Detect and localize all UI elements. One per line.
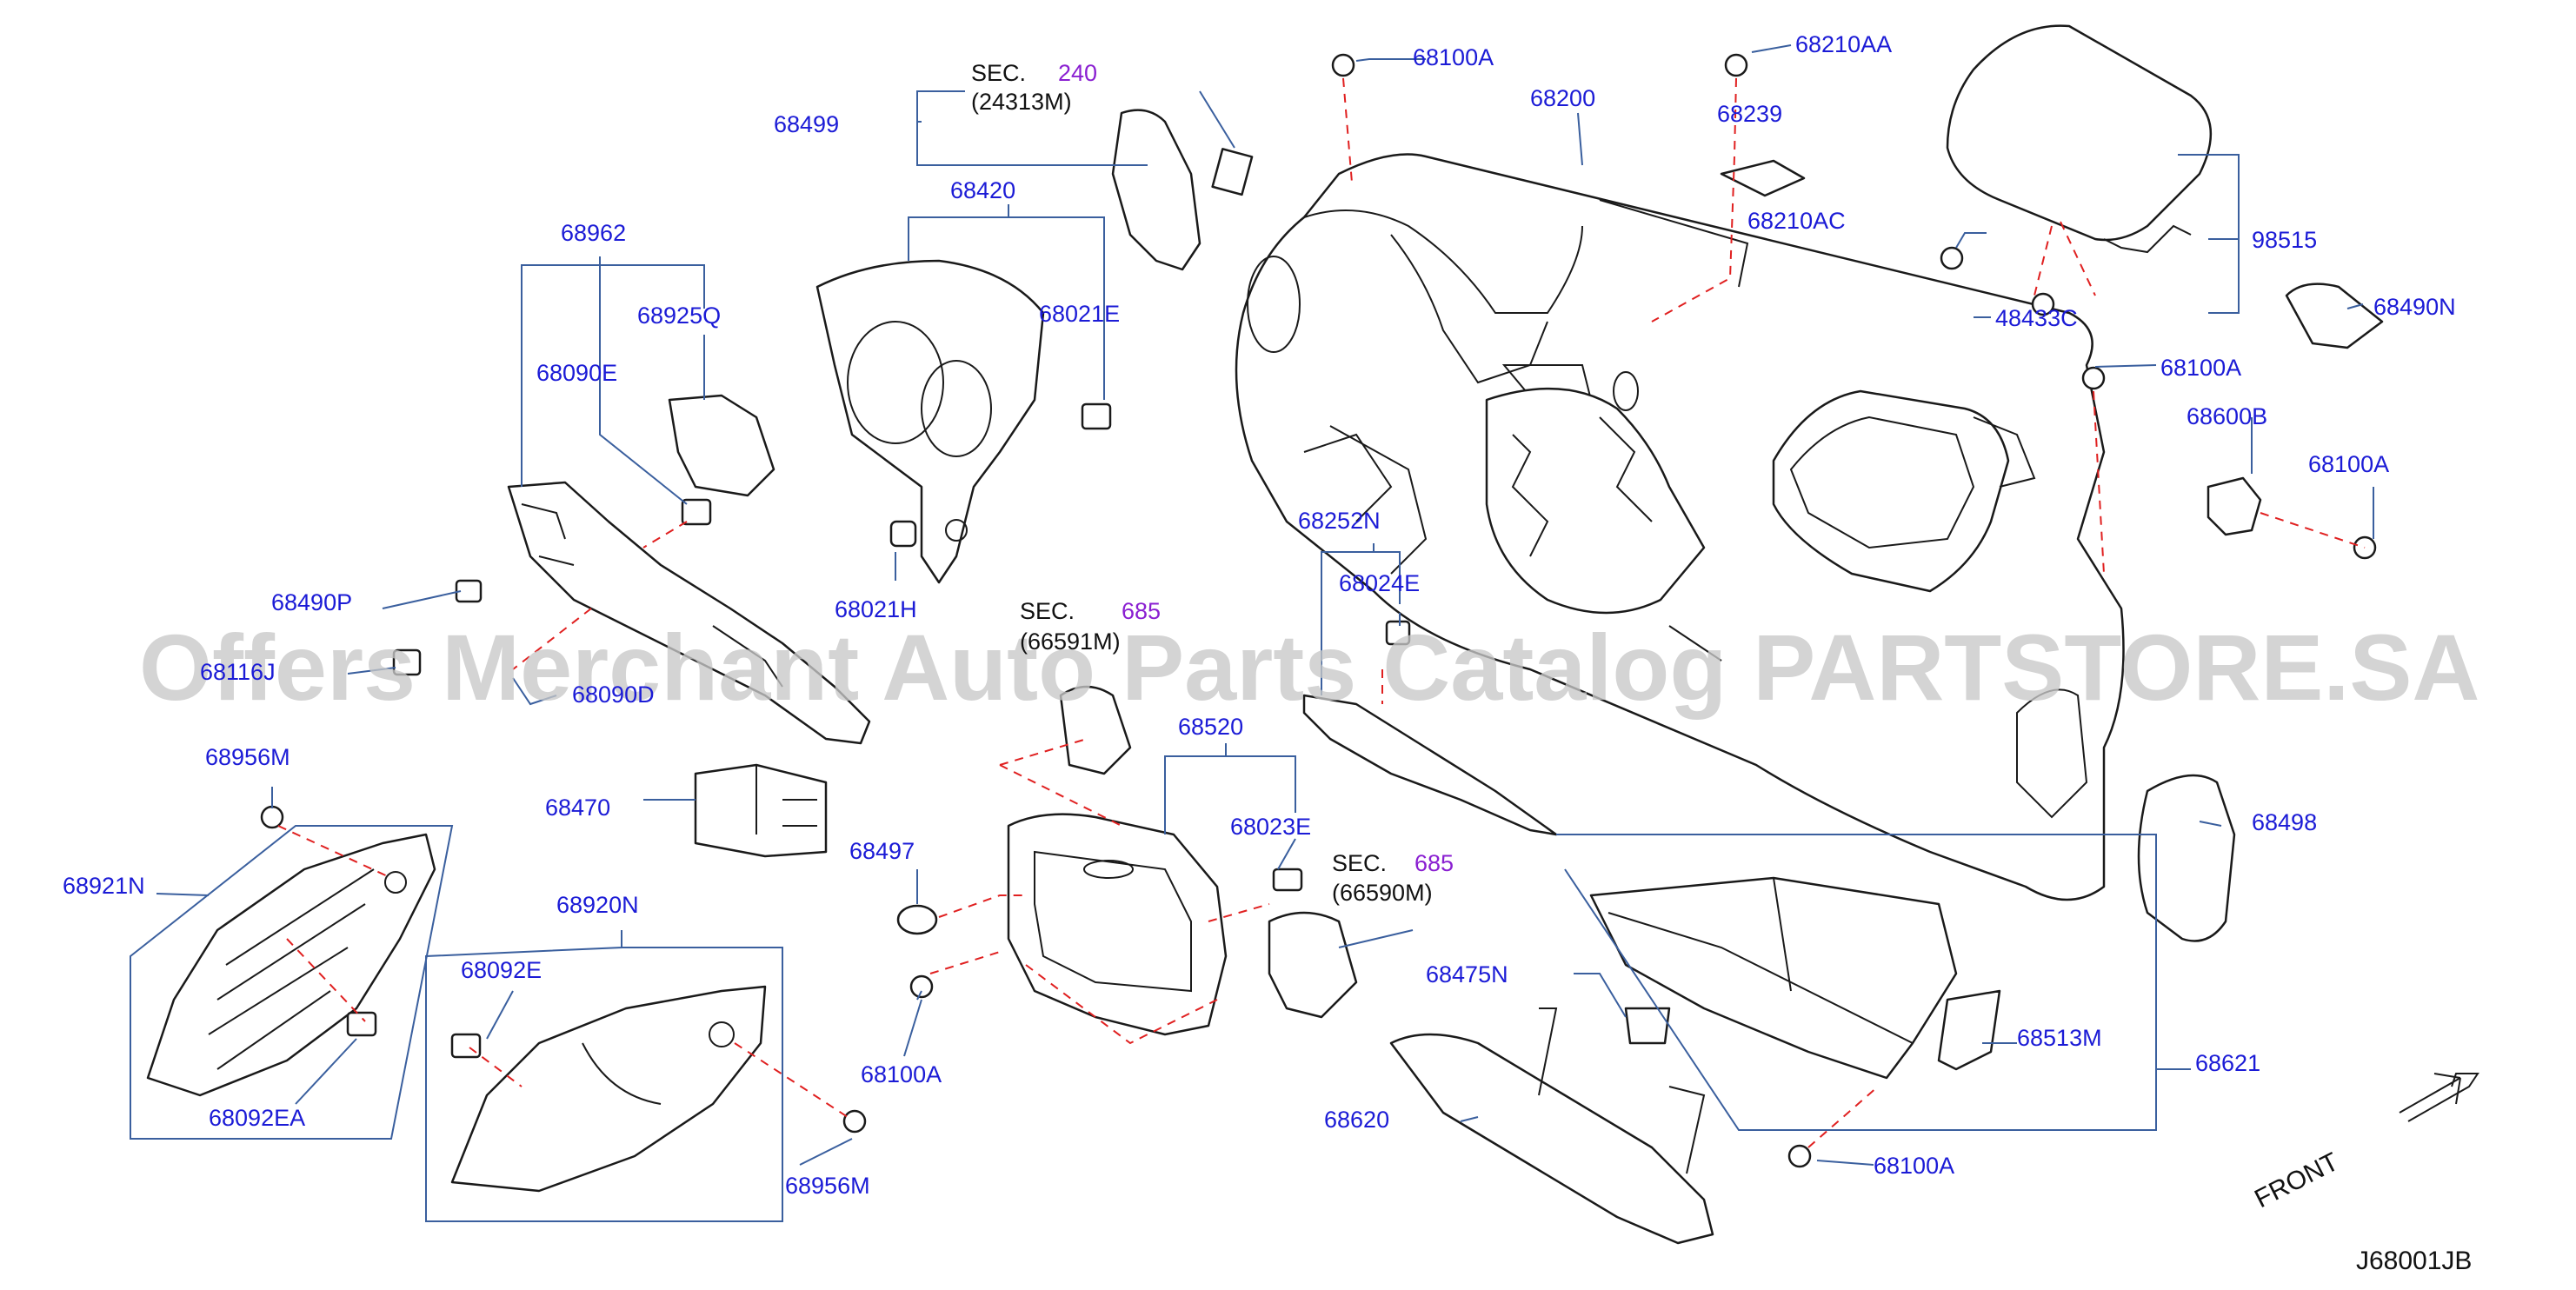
- leader-lines: [130, 44, 2374, 1222]
- part-label[interactable]: 68498: [2252, 809, 2317, 835]
- part-label[interactable]: 68252N: [1298, 508, 1381, 534]
- trim-panel-68499: [1111, 109, 1201, 271]
- part-label[interactable]: 68024E: [1339, 570, 1420, 596]
- part-label[interactable]: 68100A: [861, 1061, 942, 1087]
- diagram-code: J68001JB: [2356, 1247, 2472, 1275]
- part-label[interactable]: 68200: [1530, 85, 1595, 111]
- cover-68921N: [146, 833, 436, 1097]
- part-label[interactable]: 68470: [545, 795, 610, 821]
- part-label[interactable]: 68116J: [200, 659, 276, 685]
- part-label[interactable]: 68090E: [536, 360, 617, 386]
- part-label[interactable]: 68475N: [1426, 961, 1508, 987]
- part-label[interactable]: 68620: [1324, 1107, 1389, 1133]
- part-label[interactable]: 68090D: [572, 682, 655, 708]
- fastener-clips: [260, 53, 2377, 1168]
- part-label[interactable]: 68023E: [1230, 814, 1311, 840]
- part-label[interactable]: 68420: [950, 177, 1015, 203]
- part-label[interactable]: 68520: [1178, 714, 1243, 740]
- part-label[interactable]: 68497: [849, 838, 915, 864]
- center-bezel-68520: [1007, 813, 1228, 1036]
- instrument-panel-68200: [1235, 153, 2125, 901]
- part-label[interactable]: 98515: [2252, 227, 2317, 253]
- clip-68475N: [1624, 1007, 1671, 1045]
- module-68513M: [1937, 989, 2001, 1071]
- support-68252N: [1302, 694, 1558, 836]
- meter-hood-68420: [815, 259, 1045, 584]
- front-arrow-icon: [2399, 1073, 2479, 1122]
- side-vent-66590M: [1268, 911, 1358, 1019]
- front-label: FRONT: [2250, 1147, 2343, 1214]
- part-label[interactable]: 68490P: [271, 589, 352, 615]
- part-label[interactable]: 68600B: [2187, 403, 2267, 429]
- part-label[interactable]: 48433C: [1995, 305, 2078, 331]
- part-label[interactable]: 68956M: [205, 744, 290, 770]
- part-label[interactable]: 68921N: [63, 873, 145, 899]
- part-label[interactable]: 68499: [774, 111, 839, 137]
- part-label[interactable]: 68239: [1717, 101, 1782, 127]
- lower-panel-68962: [507, 481, 871, 745]
- part-label[interactable]: 68100A: [1874, 1153, 1954, 1179]
- switch-68925Q: [668, 394, 775, 497]
- part-label[interactable]: 68210AA: [1795, 31, 1892, 57]
- section-number: 685: [1122, 598, 1161, 624]
- part-label[interactable]: 68100A: [2160, 355, 2241, 381]
- part-label[interactable]: 68021E: [1039, 301, 1120, 327]
- part-label[interactable]: 68210AC: [1747, 208, 1846, 234]
- bracket-68600B: [2207, 476, 2262, 536]
- cover-68920N: [450, 985, 767, 1193]
- watermark-text: Offers Merchant Auto Parts Catalog PARTS…: [139, 615, 2479, 720]
- section-number: 685: [1414, 850, 1454, 876]
- part-label[interactable]: 68621: [2195, 1050, 2260, 1076]
- section-ref-685-a: SEC. 685 (66591M): [1020, 598, 1161, 655]
- part-label[interactable]: 68513M: [2017, 1025, 2102, 1051]
- section-ref-240: SEC. 240 (24313M): [971, 60, 1097, 115]
- side-vent-66591M: [1059, 685, 1132, 775]
- pocket-68470: [694, 763, 828, 858]
- part-label[interactable]: 68925Q: [637, 303, 721, 329]
- part-labels: 68100A 68210AA 68200 68239 68210AC 48433…: [63, 31, 2456, 1199]
- part-label[interactable]: 68962: [561, 220, 626, 246]
- part-label[interactable]: 68100A: [2308, 451, 2389, 477]
- section-number: 240: [1058, 60, 1097, 86]
- section-code: (66590M): [1332, 880, 1433, 906]
- pad-68239: [1720, 159, 1806, 197]
- part-label[interactable]: 68092EA: [209, 1105, 305, 1131]
- dashed-fastening-lines: [277, 77, 2366, 1148]
- section-ref-685-b: SEC. 685 (66590M): [1332, 850, 1454, 906]
- section-code: (66591M): [1020, 628, 1121, 655]
- part-label[interactable]: 68920N: [556, 892, 639, 918]
- glove-box-lid-68620: [1389, 1007, 1714, 1245]
- part-label[interactable]: 68100A: [1413, 44, 1494, 70]
- glove-box-68621: [1589, 876, 1958, 1080]
- part-label[interactable]: 68490N: [2373, 294, 2456, 320]
- side-panel-68498: [2137, 774, 2236, 942]
- part-label[interactable]: 68092E: [461, 957, 542, 983]
- part-label[interactable]: 68021H: [835, 596, 917, 622]
- part-label[interactable]: 68956M: [785, 1173, 870, 1199]
- section-prefix: SEC.: [1332, 850, 1387, 876]
- section-code: (24313M): [971, 89, 1072, 115]
- label-sticker: [1211, 148, 1254, 196]
- airbag-module-98515: [1946, 24, 2213, 254]
- lens-68497: [896, 904, 938, 935]
- section-prefix: SEC.: [971, 60, 1026, 86]
- vent-68490N: [2285, 283, 2384, 349]
- section-prefix: SEC.: [1020, 598, 1075, 624]
